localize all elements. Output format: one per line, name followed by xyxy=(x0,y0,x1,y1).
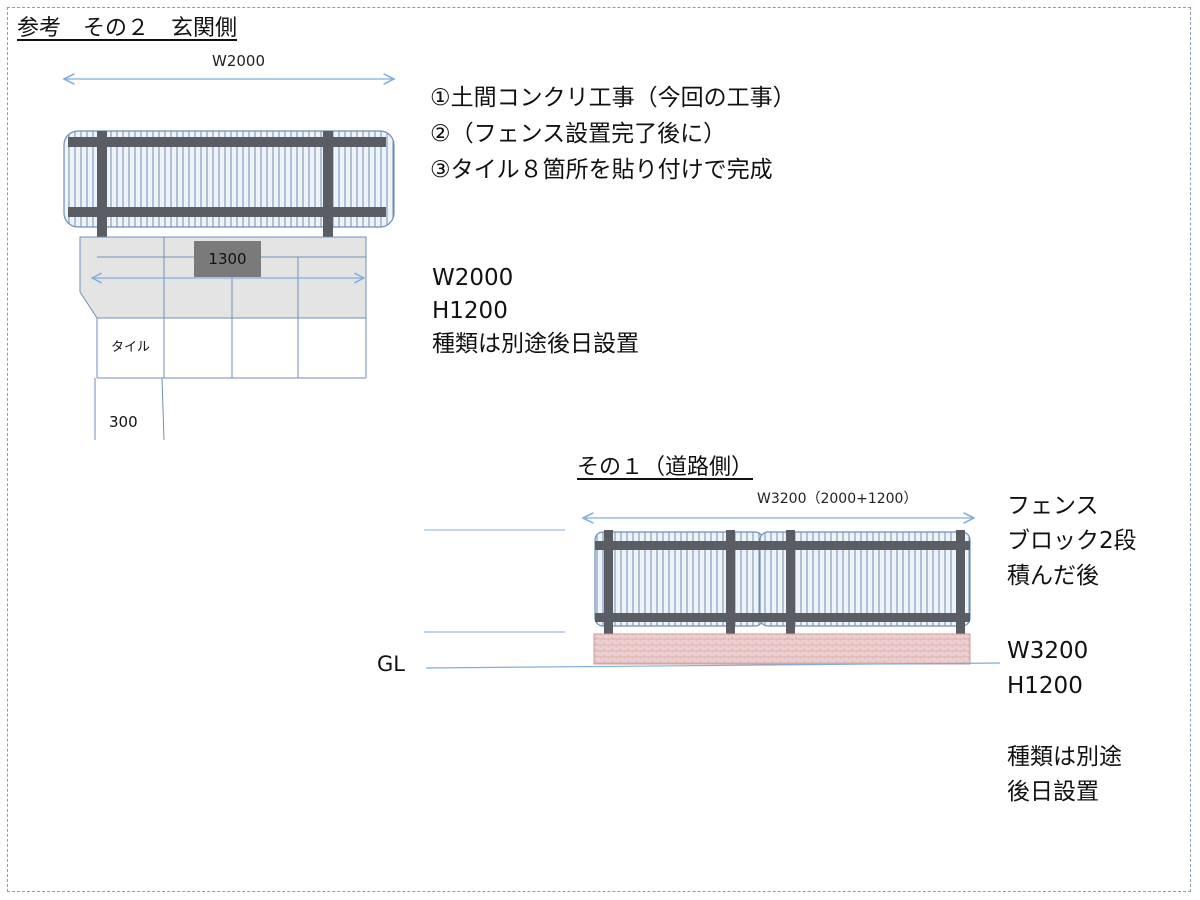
top-tile-grid xyxy=(94,318,367,441)
type-line-2: 後日設置 xyxy=(1007,779,1099,805)
road-side-heading: その１（道路側） xyxy=(577,455,754,480)
tile-size-label: 300 xyxy=(109,413,138,431)
bottom-fence-note: フェンス ブロック2段 積んだ後 xyxy=(1007,489,1137,594)
bottom-type-note: 種類は別途 後日設置 xyxy=(1007,740,1122,810)
step-3: ③タイル８箇所を貼り付けで完成 xyxy=(430,157,773,183)
top-spec-height: H1200 xyxy=(432,298,508,324)
note-line-3: 積んだ後 xyxy=(1007,563,1099,589)
top-spec-width: W2000 xyxy=(432,265,514,291)
step-1: ①土間コンクリ工事（今回の工事） xyxy=(430,85,796,111)
bottom-width-label: W3200（2000+1200） xyxy=(757,491,918,507)
bottom-reference-lines xyxy=(424,529,565,633)
top-width-label: W2000 xyxy=(212,52,266,70)
bottom-block-base xyxy=(593,633,971,665)
page-title: 参考 その２ 玄関側 xyxy=(17,16,238,41)
bottom-fence-spec: W3200 H1200 xyxy=(1007,634,1088,704)
tile-label: タイル xyxy=(111,340,151,355)
page-frame xyxy=(7,7,1191,892)
top-fence xyxy=(63,130,395,257)
type-line-1: 種類は別途 xyxy=(1007,744,1122,770)
bottom-spec-height: H1200 xyxy=(1007,673,1083,699)
bottom-fence-right xyxy=(759,531,971,627)
bottom-spec-width: W3200 xyxy=(1007,638,1089,664)
top-fence-spec: W2000 H1200 種類は別途後日設置 xyxy=(432,262,639,361)
top-spec-type: 種類は別途後日設置 xyxy=(432,331,639,357)
note-line-1: フェンス xyxy=(1007,493,1099,519)
ground-line xyxy=(425,662,1001,669)
construction-steps: ①土間コンクリ工事（今回の工事） ②（フェンス設置完了後に） ③タイル８箇所を貼… xyxy=(430,80,796,188)
inner-dimension-label: 1300 xyxy=(194,241,261,277)
bottom-fence-frame xyxy=(595,530,970,634)
top-concrete-slab xyxy=(79,236,367,319)
ground-level-label: GL xyxy=(377,652,405,676)
note-line-2: ブロック2段 xyxy=(1007,528,1137,554)
step-2: ②（フェンス設置完了後に） xyxy=(430,121,727,147)
